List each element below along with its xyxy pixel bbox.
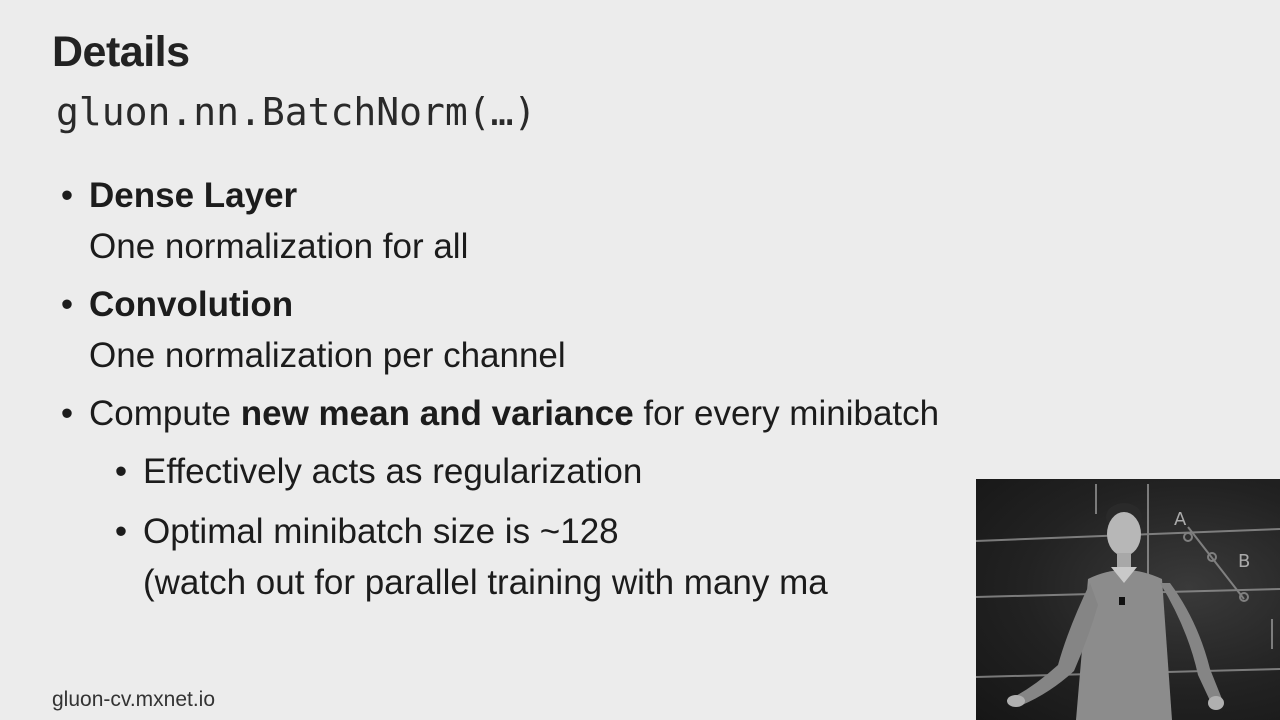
code-heading: gluon.nn.BatchNorm(…) — [56, 90, 537, 134]
presenter-figure — [1007, 503, 1224, 720]
bullet-dot-icon: • — [60, 394, 74, 433]
bullet-heading: Convolution — [89, 285, 294, 324]
bullet-list: • Dense Layer One normalization for all … — [56, 170, 1256, 617]
sub-bullet-item: • Optimal minibatch size is ~128 (watch … — [56, 506, 1256, 608]
bullet-dot-icon: • — [114, 452, 128, 491]
bullet-text-bold: new mean and variance — [240, 394, 634, 433]
bullet-text-prefix: Compute — [89, 394, 241, 433]
bullet-item: • Compute new mean and variance for ever… — [56, 388, 1256, 439]
bullet-text-suffix: for every minibatch — [633, 394, 940, 433]
bullet-dot-icon: • — [114, 512, 128, 551]
bullet-heading: Dense Layer — [89, 176, 298, 215]
sub-bullet-text: Optimal minibatch size is ~128 — [143, 512, 619, 551]
bullet-text: One normalization for all — [89, 227, 469, 266]
bullet-item: • Dense Layer One normalization for all — [56, 170, 1256, 272]
slide-title: Details — [52, 28, 190, 76]
board-letter-a: A — [1174, 509, 1187, 530]
bullet-item: • Convolution One normalization per chan… — [56, 279, 1256, 381]
bullet-text: One normalization per channel — [89, 336, 566, 375]
presenter-video-overlay: A B — [976, 479, 1280, 720]
sub-bullet-item: • Effectively acts as regularization — [56, 446, 1256, 497]
sub-bullet-text: Effectively acts as regularization — [143, 452, 643, 491]
bullet-dot-icon: • — [60, 285, 74, 324]
footer-url: gluon-cv.mxnet.io — [52, 688, 216, 711]
presenter-scene: A B — [976, 484, 1280, 720]
bullet-dot-icon: • — [60, 176, 74, 215]
sub-bullet-text-continued: (watch out for parallel training with ma… — [143, 563, 828, 602]
board-letter-b: B — [1238, 551, 1250, 572]
bullet-text: Compute new mean and variance for every … — [89, 388, 1256, 439]
